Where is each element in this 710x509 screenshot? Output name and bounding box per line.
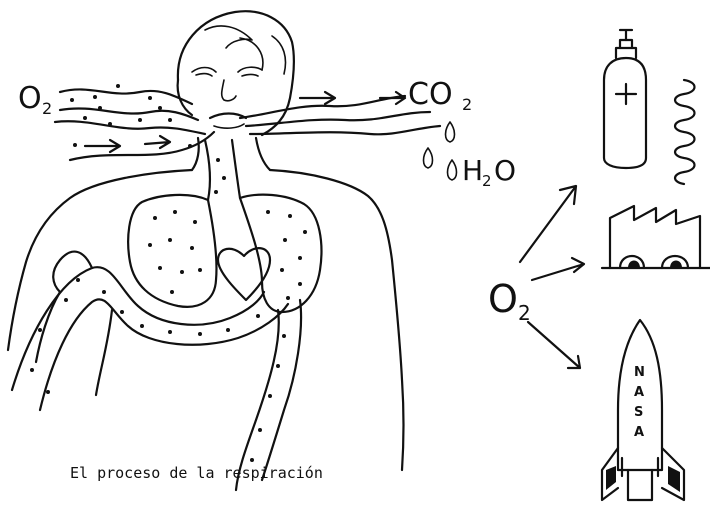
label-water: H 2 O [462,154,516,190]
oxygen-use-arrows [520,186,584,368]
rocket-icon: N A S A [602,320,684,500]
left-lung [128,195,216,307]
water-drops [424,122,457,180]
arrow-to-tank [520,186,576,262]
oxygen-center-letter: O [488,277,518,321]
label-oxygen-in: O 2 [18,81,52,118]
oxygen-tank-icon [604,30,646,168]
airflow-arrows [85,92,405,152]
label-carbon-dioxide: CO 2 [408,77,472,114]
coil-icon [675,80,695,184]
rocket-letter-1: N [634,365,645,380]
co2-letters: CO [408,77,453,112]
co2-subscript: 2 [462,95,472,114]
rocket-letter-3: S [634,405,643,420]
arrow-out-1 [300,92,335,104]
oxygen-in-subscript: 2 [42,99,52,118]
water-subscript: 2 [482,172,492,190]
water-h: H [462,154,483,187]
medical-cross [616,84,636,104]
caption: El proceso de la respiración [70,464,323,482]
arrow-to-factory [532,258,584,280]
arrow-in-1 [85,140,120,152]
factory-icon [602,206,710,268]
water-o: O [494,154,516,187]
arrow-out-2 [380,92,405,104]
person-torso [8,138,404,470]
arrow-to-rocket [528,322,580,368]
oxygen-in-letter: O [18,81,42,116]
arrow-in-2 [145,136,170,148]
trachea [205,140,240,200]
label-oxygen-center: O 2 [488,277,531,325]
rocket-letter-2: A [634,385,644,400]
rocket-letter-4: A [634,425,644,440]
person-head [178,11,294,135]
